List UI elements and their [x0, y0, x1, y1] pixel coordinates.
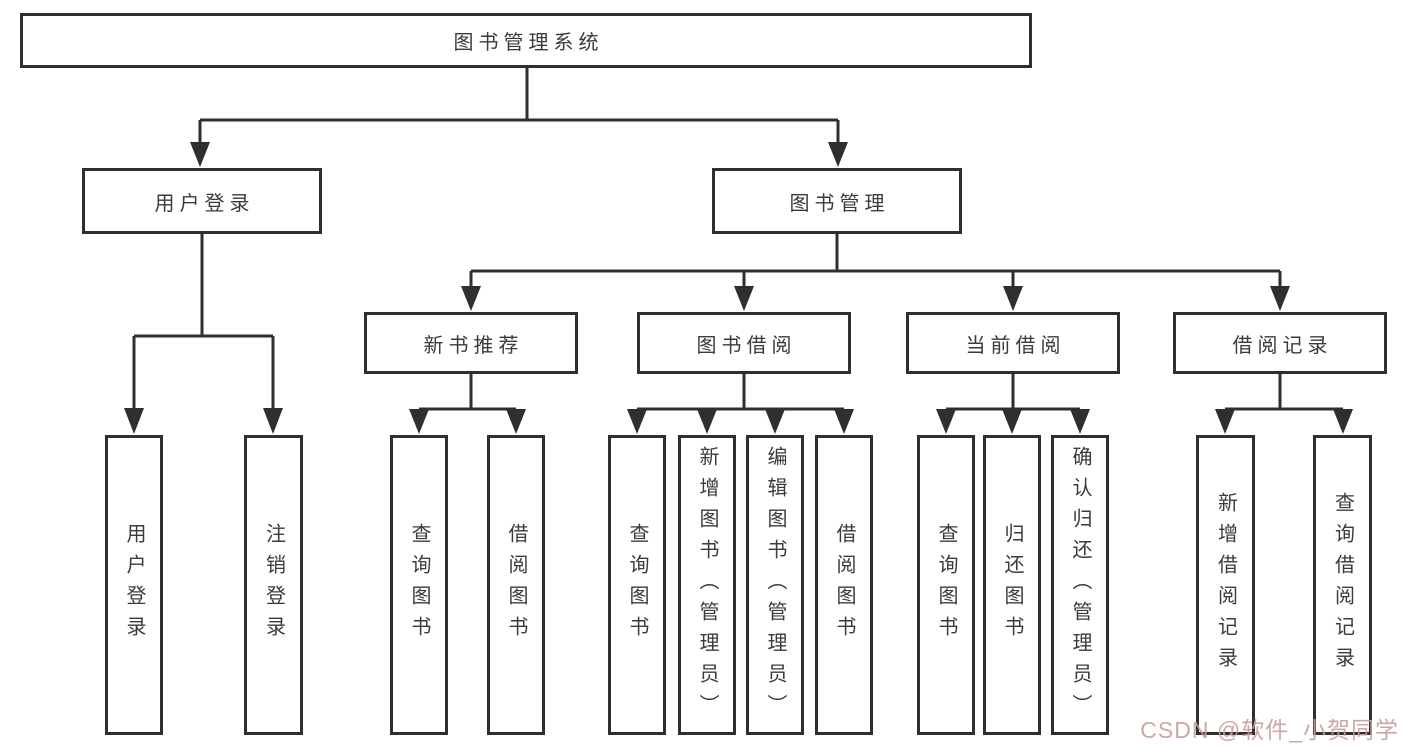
leaf-query-books-current: 查询图书	[917, 435, 975, 735]
node-book-management: 图书管理	[712, 168, 962, 234]
node-library-management-system: 图书管理系统	[20, 13, 1032, 68]
leaf-add-borrow-record: 新增借阅记录	[1196, 435, 1255, 735]
leaf-query-books-recommend: 查询图书	[390, 435, 448, 735]
leaf-return-books: 归还图书	[983, 435, 1041, 735]
node-label: 当前借阅	[965, 334, 1066, 357]
leaf-confirm-return-admin: 确认归还（管理员）	[1051, 435, 1109, 735]
node-borrow-records: 借阅记录	[1173, 312, 1387, 374]
node-label: 借阅图书	[505, 523, 527, 647]
node-current-borrow: 当前借阅	[906, 312, 1120, 374]
node-new-book-recommend: 新书推荐	[364, 312, 578, 374]
leaf-add-book-admin: 新增图书（管理员）	[678, 435, 736, 735]
leaf-borrow-books-recommend: 借阅图书	[487, 435, 545, 735]
node-book-borrow: 图书借阅	[637, 312, 851, 374]
leaf-query-borrow-record: 查询借阅记录	[1313, 435, 1372, 735]
node-label: 查询借阅记录	[1331, 492, 1354, 678]
node-label: 确认归还（管理员）	[1069, 445, 1091, 725]
node-label: 图书管理系统	[453, 32, 604, 54]
leaf-user-login: 用户登录	[105, 435, 163, 735]
node-label: 查询图书	[408, 523, 430, 647]
node-label: 新增借阅记录	[1214, 492, 1237, 678]
leaf-query-books-borrow: 查询图书	[608, 435, 666, 735]
leaf-edit-book-admin: 编辑图书（管理员）	[746, 435, 804, 735]
node-label: 借阅图书	[833, 523, 855, 647]
node-label: 查询图书	[626, 523, 648, 647]
leaf-logout: 注销登录	[244, 435, 303, 735]
node-label: 图书管理	[789, 192, 890, 215]
node-label: 新书推荐	[423, 334, 524, 357]
node-label: 注销登录	[262, 523, 285, 647]
node-label: 新增图书（管理员）	[696, 445, 718, 725]
node-label: 借阅记录	[1232, 334, 1333, 357]
node-label: 编辑图书（管理员）	[764, 445, 786, 725]
node-label: 图书借阅	[696, 334, 797, 357]
node-label: 归还图书	[1001, 523, 1023, 647]
leaf-borrow-books: 借阅图书	[815, 435, 873, 735]
node-label: 用户登录	[154, 192, 255, 215]
node-user-login: 用户登录	[82, 168, 322, 234]
node-label: 用户登录	[123, 523, 145, 647]
node-label: 查询图书	[935, 523, 957, 647]
